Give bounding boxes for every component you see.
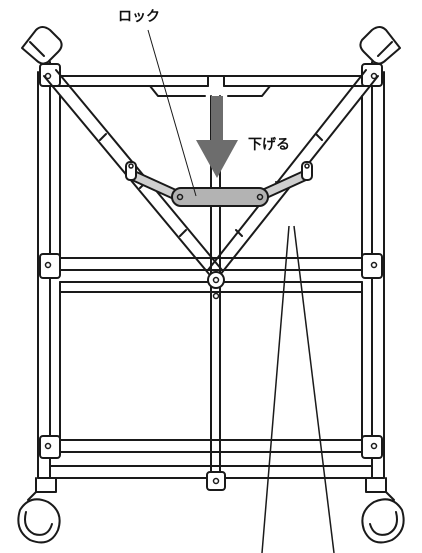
right-handle-knob (359, 26, 401, 65)
down-arrow-icon (196, 96, 238, 178)
left-handle-knob (21, 26, 63, 65)
lock-bar (171, 187, 269, 207)
lock-leader-line (147, 29, 197, 197)
bin-panels (59, 95, 363, 441)
lock-linkage-arms (125, 161, 313, 201)
center-pivot (207, 271, 225, 289)
left-caster (17, 477, 61, 544)
callout-wedge (261, 225, 335, 553)
bolt-holes (44, 72, 378, 485)
lock-label: ロック (118, 9, 160, 25)
right-caster (361, 477, 405, 544)
lower-label: 下げる (248, 137, 290, 153)
top-rail (49, 75, 373, 97)
